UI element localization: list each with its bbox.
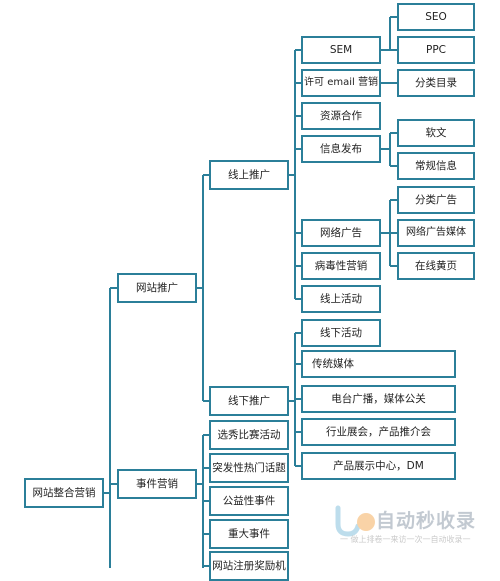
node-contest: 选秀比赛活动 — [209, 420, 289, 450]
node-email-marketing: 许可 email 营销 — [301, 69, 381, 97]
node-event-marketing: 事件营销 — [117, 469, 197, 499]
node-charity: 公益性事件 — [209, 486, 289, 516]
node-offline-activity: 线下活动 — [301, 319, 381, 347]
node-traditional-media: 传统媒体 — [301, 350, 456, 378]
watermark-brand: 自动秒收录 — [376, 510, 477, 532]
node-network-ad-media: 网络广告媒体 — [397, 219, 475, 247]
node-online-activity: 线上活动 — [301, 285, 381, 313]
node-resource-cooperation: 资源合作 — [301, 102, 381, 130]
node-soft-text: 软文 — [397, 119, 475, 147]
mindmap-diagram — [104, 16, 397, 568]
node-directory: 分类目录 — [397, 69, 475, 97]
node-site-promotion: 网站推广 — [117, 273, 197, 303]
node-ppc: PPC — [397, 36, 475, 64]
node-seo: SEO — [397, 3, 475, 31]
node-classified-ads: 分类广告 — [397, 186, 475, 214]
node-tv-radio: 电台广播，媒体公关 — [301, 385, 456, 413]
node-industry-expo: 行业展会，产品推介会 — [301, 418, 456, 446]
node-product-center: 产品展示中心，DM — [301, 452, 456, 480]
node-yellow-pages: 在线黄页 — [397, 252, 475, 280]
node-registration-reward: 网站注册奖励机 — [209, 551, 289, 581]
node-offline-promotion: 线下推广 — [209, 386, 289, 416]
node-regular-info: 常规信息 — [397, 152, 475, 180]
watermark-logo-icon — [335, 505, 375, 537]
node-online-promotion: 线上推广 — [209, 160, 289, 190]
node-viral-marketing: 病毒性营销 — [301, 252, 381, 280]
node-network-ads: 网络广告 — [301, 219, 381, 247]
node-info-publish: 信息发布 — [301, 135, 381, 163]
watermark: 自动秒收录 一 做上排卷一来访一次一自动收录一 — [330, 504, 490, 550]
node-sem: SEM — [301, 36, 381, 64]
node-root: 网站整合营销 — [24, 478, 104, 508]
node-major-event: 重大事件 — [209, 519, 289, 549]
watermark-slogan: 一 做上排卷一来访一次一自动收录一 — [340, 535, 471, 544]
connector-lines — [104, 16, 397, 568]
node-hot-topic: 突发性热门话题 — [209, 453, 289, 483]
